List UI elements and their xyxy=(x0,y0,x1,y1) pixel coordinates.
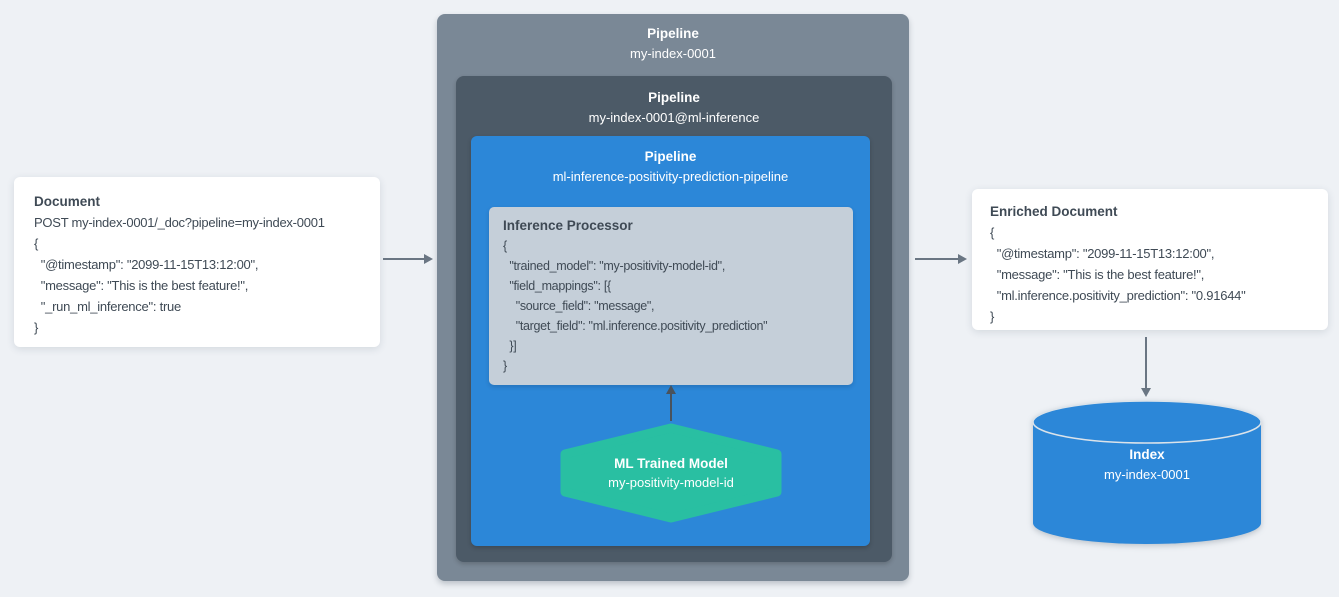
pipeline-inner-box: Pipeline my-index-0001@ml-inference Pipe… xyxy=(456,76,892,562)
json-line: "target_field": "ml.inference.positivity… xyxy=(503,319,768,333)
cylinder-shape xyxy=(1032,400,1262,544)
json-line: "trained_model": "my-positivity-model-id… xyxy=(503,259,725,273)
pipeline-outer-name: my-index-0001 xyxy=(630,46,716,61)
json-line: } xyxy=(503,359,507,373)
json-line: "source_field": "message", xyxy=(503,299,655,313)
json-line: "ml.inference.positivity_prediction": "0… xyxy=(990,288,1246,303)
ml-pipeline-header: Pipeline ml-inference-positivity-predict… xyxy=(471,136,870,186)
json-line: } xyxy=(990,309,995,324)
json-line: "message": "This is the best feature!", xyxy=(34,278,249,293)
json-line: } xyxy=(34,320,39,335)
index-name: my-index-0001 xyxy=(1104,467,1190,482)
ml-trained-model-name: my-positivity-model-id xyxy=(608,475,734,490)
json-line: "field_mappings": [{ xyxy=(503,279,611,293)
pipeline-outer-box: Pipeline my-index-0001 Pipeline my-index… xyxy=(437,14,909,581)
pipeline-inner-name: my-index-0001@ml-inference xyxy=(588,110,760,125)
json-line: POST my-index-0001/_doc?pipeline=my-inde… xyxy=(34,215,325,230)
arrow-down-enriched-to-index-icon xyxy=(1141,337,1151,397)
ml-pipeline-name: ml-inference-positivity-prediction-pipel… xyxy=(552,169,789,184)
document-card-title: Document xyxy=(34,194,101,209)
pipeline-inner-title: Pipeline xyxy=(648,90,700,105)
inference-processor-box: Inference Processor { "trained_model": "… xyxy=(489,207,853,385)
index-title: Index xyxy=(1129,447,1165,462)
pipeline-outer-header: Pipeline my-index-0001 xyxy=(437,14,909,63)
enriched-document-json: { "@timestamp": "2099-11-15T13:12:00", "… xyxy=(990,222,1310,327)
json-line: { xyxy=(34,236,39,251)
ml-trained-model-label: ML Trained Model my-positivity-model-id xyxy=(559,423,783,523)
index-node: Index my-index-0001 xyxy=(1032,399,1262,547)
json-line: "message": "This is the best feature!", xyxy=(990,267,1205,282)
json-line: }] xyxy=(503,339,517,353)
ml-trained-model-title: ML Trained Model xyxy=(614,456,728,471)
enriched-document-card: Enriched Document { "@timestamp": "2099-… xyxy=(972,189,1328,330)
arrow-right-pipeline-to-enriched-icon xyxy=(915,254,967,264)
document-card: Document POST my-index-0001/_doc?pipelin… xyxy=(14,177,380,347)
ml-pipeline-box: Pipeline ml-inference-positivity-predict… xyxy=(471,136,870,546)
arrow-right-doc-to-pipeline-icon xyxy=(383,254,433,264)
pipeline-outer-title: Pipeline xyxy=(647,26,699,41)
hexagon-shape xyxy=(560,423,782,523)
json-line: "@timestamp": "2099-11-15T13:12:00", xyxy=(990,246,1215,261)
pipeline-inner-header: Pipeline my-index-0001@ml-inference xyxy=(456,76,892,127)
json-line: { xyxy=(990,225,995,240)
ml-trained-model-node: ML Trained Model my-positivity-model-id xyxy=(559,423,783,523)
json-line: "_run_ml_inference": true xyxy=(34,299,182,314)
index-label: Index my-index-0001 xyxy=(1032,445,1262,484)
document-json: POST my-index-0001/_doc?pipeline=my-inde… xyxy=(34,212,360,338)
json-line: { xyxy=(503,239,507,253)
json-line: "@timestamp": "2099-11-15T13:12:00", xyxy=(34,257,259,272)
ml-pipeline-title: Pipeline xyxy=(644,149,697,164)
arrow-up-model-to-processor-icon xyxy=(666,385,676,421)
inference-processor-title: Inference Processor xyxy=(503,218,633,233)
enriched-document-title: Enriched Document xyxy=(990,204,1118,219)
inference-processor-json: { "trained_model": "my-positivity-model-… xyxy=(503,236,839,376)
